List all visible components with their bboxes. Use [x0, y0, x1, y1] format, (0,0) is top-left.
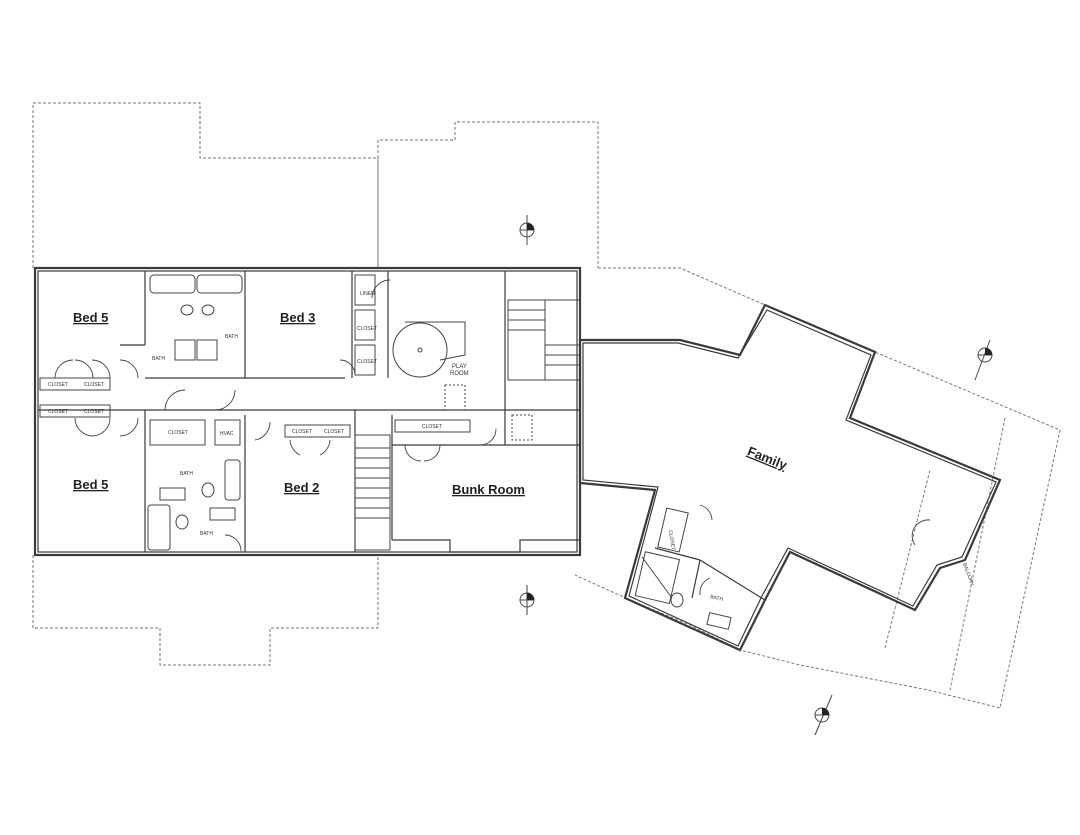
closet-label: CLOSET: [324, 429, 344, 435]
left-closets: CLOSET CLOSET CLOSET CLOSET: [39, 377, 111, 418]
bath-label: BATH: [225, 334, 238, 340]
closet-label: CLOSET: [292, 429, 312, 435]
bath-label: BATH: [200, 531, 213, 537]
closet-label: CLOSET: [48, 382, 68, 388]
bath-label: BATH: [152, 356, 165, 362]
section-marker-icon: [974, 339, 993, 381]
linen-closets: LINEN CLOSET CLOSET: [354, 274, 377, 376]
section-marker-icon: [519, 585, 535, 615]
linen-label: LINEN: [360, 291, 375, 297]
room-label-bed2: Bed 2: [284, 480, 319, 495]
room-label-bunk-room: Bunk Room: [452, 482, 525, 497]
room-label-bed5-top: Bed 5: [73, 310, 108, 325]
room-label-bed5-bottom: Bed 5: [73, 477, 108, 492]
closet-label: CLOSET: [667, 530, 676, 551]
hvac-label: HVAC: [220, 431, 234, 437]
bath-label: BATH: [710, 594, 724, 603]
middle-utilities: CLOSET HVAC BATH BATH CLOSET CLOSET: [147, 419, 351, 551]
closet-label: CLOSET: [422, 424, 442, 430]
room-label-bed3: Bed 3: [280, 310, 315, 325]
closet-label: CLOSET: [168, 430, 188, 436]
closet-label: CLOSET: [84, 409, 104, 415]
section-marker-icon: [519, 215, 535, 245]
stairs: [354, 299, 581, 551]
top-baths: BATH BATH: [149, 274, 243, 362]
closet-label: CLOSET: [48, 409, 68, 415]
room-label-family: Family: [745, 443, 790, 473]
bath-label: BATH: [180, 471, 193, 477]
room-label-play: PLAY: [452, 364, 467, 370]
closet-label: CLOSET: [357, 326, 377, 332]
section-marker-icon: [814, 694, 833, 736]
room-label-room: ROOM: [450, 371, 469, 377]
play-room-items: CLOSET: [392, 321, 533, 441]
family-wing-walls: CLOSET BATH: [578, 303, 1002, 652]
room-labels: Bed 5 Bed 3 Bed 5 Bed 2 Bunk Room Family…: [73, 310, 975, 587]
doors: [54, 279, 497, 552]
roof-outlines: [32, 102, 1061, 709]
closet-label: CLOSET: [84, 382, 104, 388]
closet-label: CLOSET: [357, 359, 377, 365]
